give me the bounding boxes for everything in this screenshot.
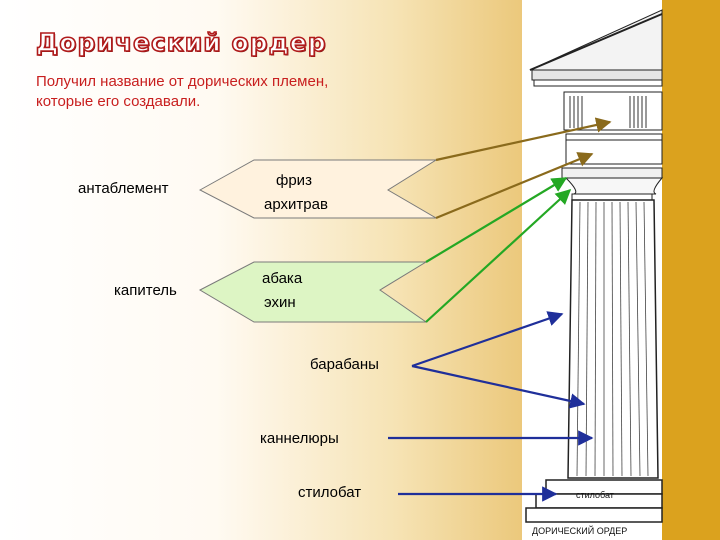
echinus-shape — [564, 177, 664, 195]
drums-arrow-upper — [411, 311, 564, 368]
abacus-shape — [561, 167, 663, 179]
label-entablature: антаблемент — [78, 180, 169, 197]
doric-column-drawing — [525, 9, 664, 523]
label-flutes: каннелюры — [260, 430, 339, 447]
frieze-arrow — [435, 117, 612, 162]
label-drums: барабаны — [310, 356, 379, 373]
echinus-arrow — [425, 188, 572, 323]
label-frieze: фриз — [276, 172, 312, 189]
label-capital: капитель — [114, 282, 177, 299]
slide-subtitle: Получил название от дорических племен, к… — [36, 73, 329, 110]
cornice-shape — [531, 69, 663, 81]
column-order-caption: ДОРИЧЕСКИЙ ОРДЕР — [532, 525, 627, 536]
label-abacus: абака — [262, 270, 303, 287]
column-shaft — [567, 199, 659, 479]
abacus-arrow — [425, 177, 568, 263]
stylobate-step-3 — [525, 507, 663, 523]
capital-box — [198, 261, 428, 323]
drums-arrow-lower — [411, 364, 586, 409]
label-architrave: архитрав — [264, 196, 328, 213]
right-accent-strip — [662, 0, 720, 540]
slide-title: Дорический ордер — [35, 27, 327, 58]
column-stylobate-caption: стилобат — [576, 490, 614, 500]
label-echinus: эхин — [264, 294, 296, 311]
architrave-arrow — [435, 152, 594, 220]
entablature-box — [198, 159, 438, 219]
label-stylobate: стилобат — [298, 484, 362, 501]
frieze-shape — [563, 91, 663, 131]
